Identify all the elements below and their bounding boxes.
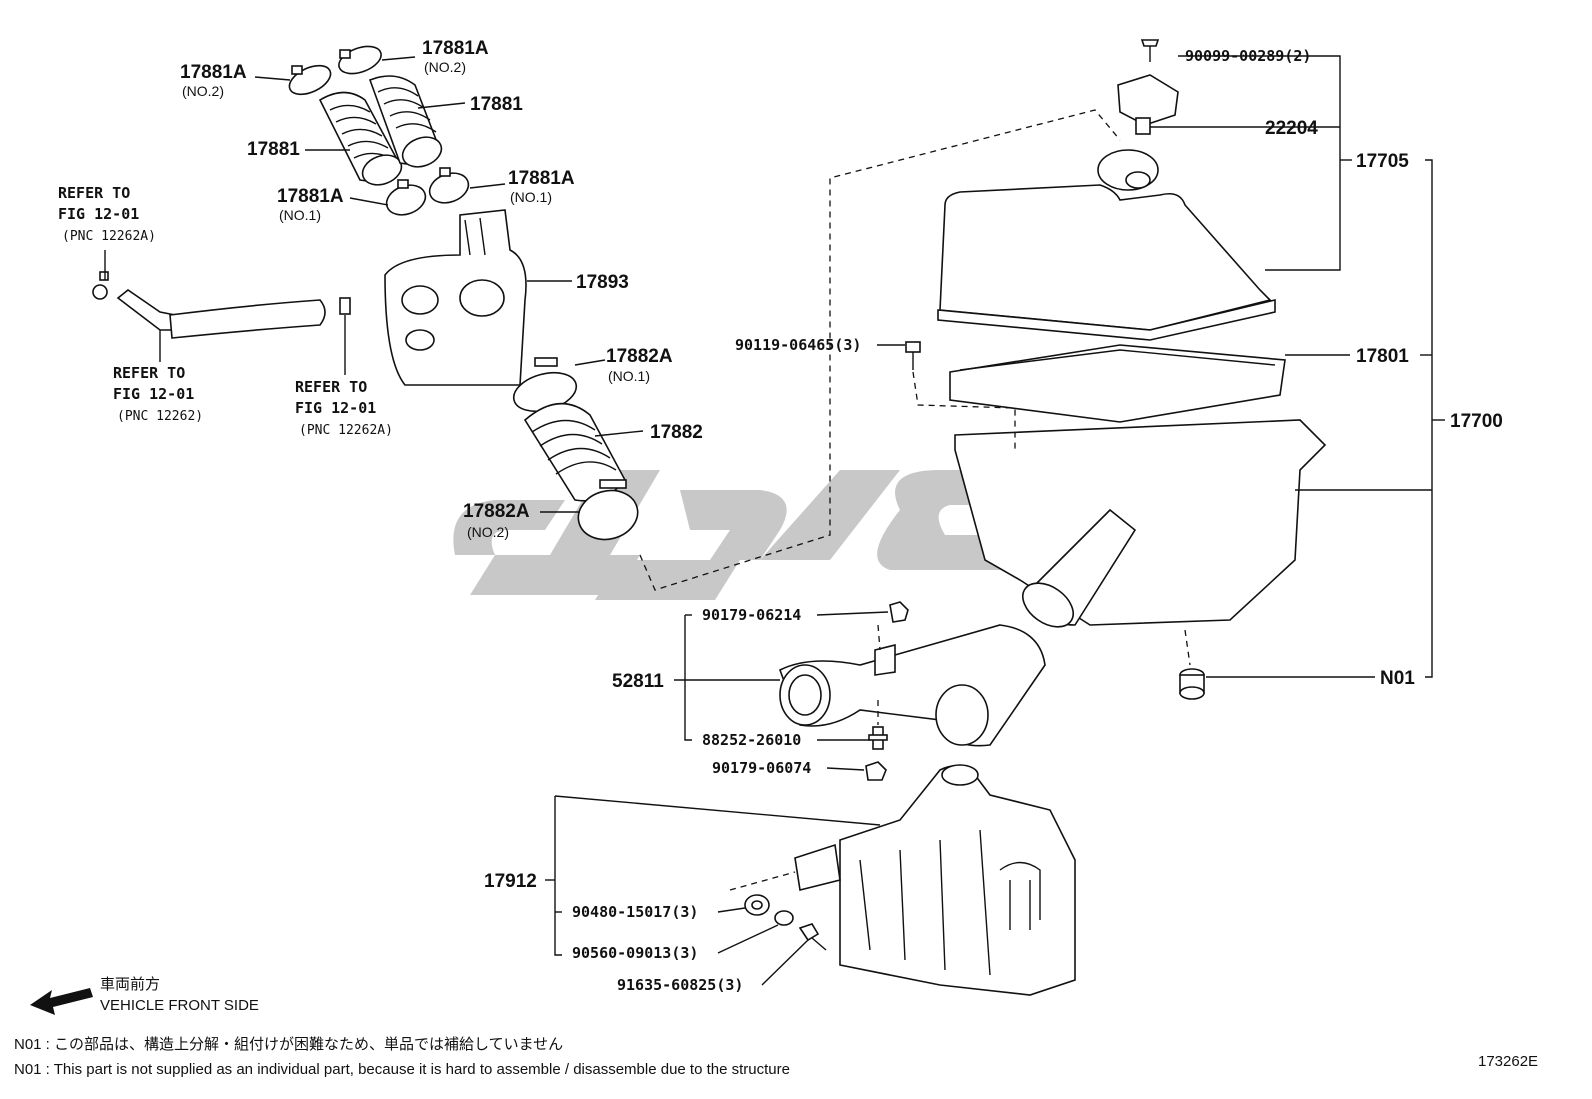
clamp-17881a-no1-right (428, 167, 470, 204)
label-90099: 90099-00289(2) (1185, 47, 1311, 65)
label-17882a-no1: 17882A (606, 346, 673, 367)
refer-annotation-b: REFER TO FIG 12-01 (PNC 12262) (113, 364, 203, 424)
arrow-left-icon (30, 988, 93, 1015)
clamp-17881a-no2-left (288, 64, 332, 96)
label-17801: 17801 (1356, 346, 1409, 367)
footnotes: N01 : この部品は、構造上分解・組付けが困難なため、単品では補給していません… (14, 1036, 790, 1078)
diagram-id: 173262E (1478, 1053, 1538, 1070)
part-labels: 17881A (NO.2) 17881A (NO.2) 17881 17881 … (180, 38, 1503, 994)
vehicle-front-direction: 車両前方 VEHICLE FRONT SIDE (30, 976, 259, 1015)
grommet-90480 (744, 894, 770, 916)
hose-17881-left (318, 91, 403, 186)
label-90560: 90560-09013(3) (572, 944, 698, 962)
label-17881-right: 17881 (470, 94, 523, 115)
note-jp: N01 : この部品は、構造上分解・組付けが困難なため、単品では補給していません (14, 1036, 563, 1053)
refer-b-line1: REFER TO (113, 364, 185, 382)
label-90119: 90119-06465(3) (735, 336, 861, 354)
label-17881a-no1-left-sub: (NO.1) (279, 207, 321, 223)
label-22204: 22204 (1265, 118, 1318, 139)
filter-17801 (949, 344, 1286, 423)
refer-a-line2: FIG 12-01 (58, 205, 139, 223)
label-17881a-no1-right: 17881A (508, 168, 575, 189)
sensor-22204 (1117, 74, 1179, 135)
label-90179-06214: 90179-06214 (702, 606, 801, 624)
case-lower (954, 419, 1327, 628)
dashed-guides (639, 109, 1191, 891)
cap-17705 (937, 149, 1276, 341)
refer-a-line1: REFER TO (58, 184, 130, 202)
label-17881a-no2-top: 17881A (422, 38, 489, 59)
label-52811: 52811 (612, 671, 664, 692)
refer-annotation-a: REFER TO FIG 12-01 (PNC 12262A) (58, 184, 156, 244)
nut-90179-06214 (889, 601, 909, 623)
label-17700: 17700 (1450, 411, 1503, 432)
label-17882a-no1-sub: (NO.1) (608, 368, 650, 384)
label-17882: 17882 (650, 422, 703, 443)
refer-c-line2: FIG 12-01 (295, 399, 376, 417)
label-17893: 17893 (576, 272, 629, 293)
label-17881a-no1-right-sub: (NO.1) (510, 189, 552, 205)
grommet-n01 (1179, 668, 1205, 700)
refer-annotation-c: REFER TO FIG 12-01 (PNC 12262A) (295, 378, 393, 438)
hose-17881-right (368, 75, 443, 168)
screw-90099 (1140, 39, 1160, 62)
collar-90560 (774, 910, 794, 926)
clamp-17882a-no2 (577, 479, 639, 541)
label-91635: 91635-60825(3) (617, 976, 743, 994)
label-17881a-no2-left-sub: (NO.2) (182, 83, 224, 99)
label-17912: 17912 (484, 871, 537, 892)
refer-c-line1: REFER TO (295, 378, 367, 396)
label-17882a-no2-sub: (NO.2) (467, 524, 509, 540)
bolt-90119 (905, 341, 921, 370)
label-n01: N01 (1380, 668, 1415, 689)
leader-lines (104, 55, 1445, 986)
clip-88252 (868, 726, 888, 750)
label-88252: 88252-26010 (702, 731, 801, 749)
label-90179-06074: 90179-06074 (712, 759, 811, 777)
label-17881-left: 17881 (247, 139, 300, 160)
refer-c-line3: (PNC 12262A) (299, 423, 393, 438)
duct-52811 (779, 624, 1046, 747)
label-17881a-no1-left: 17881A (277, 186, 344, 207)
label-17881a-no2-top-sub: (NO.2) (424, 59, 466, 75)
refer-b-line2: FIG 12-01 (113, 385, 194, 403)
direction-jp: 車両前方 (100, 976, 160, 993)
bracket-17893 (384, 209, 527, 386)
bolt-91635 (798, 923, 827, 951)
label-90480: 90480-15017(3) (572, 903, 698, 921)
refer-a-line3: (PNC 12262A) (62, 229, 156, 244)
direction-en: VEHICLE FRONT SIDE (100, 997, 259, 1014)
breather-hose (92, 271, 351, 339)
label-17705: 17705 (1356, 151, 1409, 172)
note-en: N01 : This part is not supplied as an in… (14, 1061, 790, 1078)
label-17881a-no2-left: 17881A (180, 62, 247, 83)
nut-90179-06074 (865, 761, 887, 781)
refer-b-line3: (PNC 12262) (117, 409, 203, 424)
label-17882a-no2: 17882A (463, 501, 530, 522)
clamp-17881a-no2-right (338, 45, 382, 75)
resonator-17912 (794, 764, 1076, 996)
clamp-17881a-no1-left (385, 179, 427, 216)
